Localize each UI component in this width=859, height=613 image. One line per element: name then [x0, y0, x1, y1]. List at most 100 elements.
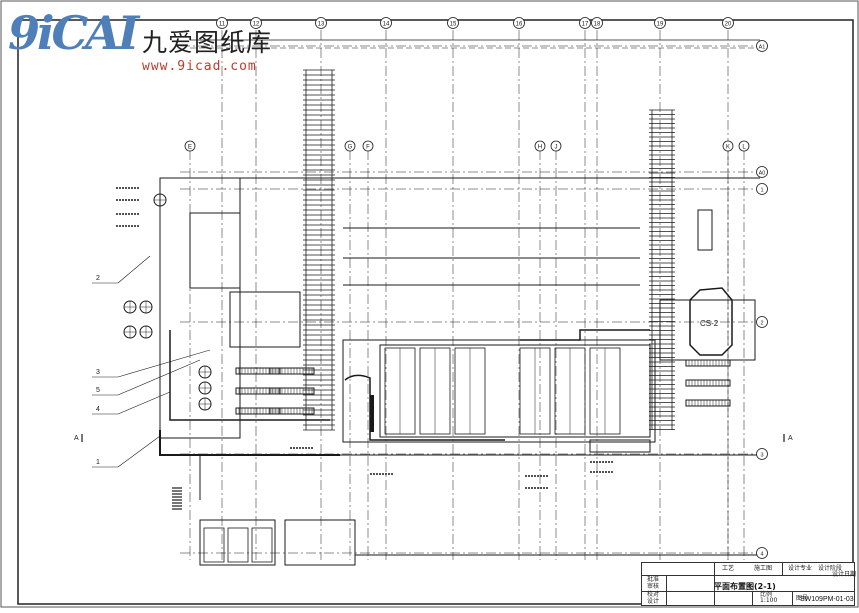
pump-skid: [685, 359, 731, 367]
tb-cell: 施工图: [754, 565, 773, 572]
grid-bubble-label: 17: [582, 22, 589, 28]
grid-bubble: [756, 40, 768, 52]
tb-divider: [782, 563, 783, 575]
tb-cell: 设计阶段: [818, 565, 843, 572]
tb-cell: 图号: [796, 595, 809, 602]
grid-bubble-label: L: [742, 145, 746, 151]
grid-bubble: [344, 140, 356, 152]
storage-tank: [203, 527, 225, 563]
grid-bubble-label: 20: [725, 22, 732, 28]
grid-bubble: [722, 17, 734, 29]
pump-skid: [269, 407, 315, 415]
grid-bubble: [362, 140, 374, 152]
grid-bubble-label: 3: [760, 452, 763, 458]
grid-bubble-label: 15: [450, 22, 457, 28]
grid-bubble: [550, 140, 562, 152]
pump-skid: [269, 367, 315, 375]
callout-leader: [117, 435, 161, 468]
grid-bubble: [216, 17, 228, 29]
grid-bubble-label: 12: [253, 22, 260, 28]
grid-bubble: [591, 17, 603, 29]
building-outline-group: [159, 177, 760, 566]
grid-bubble: [738, 140, 750, 152]
tb-divider: [752, 591, 753, 605]
main-hall-inner: [379, 344, 651, 438]
equipment-hatch-group: [123, 193, 731, 563]
grid-bubble: [250, 17, 262, 29]
grid-bubble-label: 13: [318, 22, 325, 28]
callout-number: 4: [96, 406, 100, 413]
grid-bubble-label: G: [348, 145, 353, 151]
pump-skid: [235, 367, 281, 375]
tb-divider: [642, 575, 854, 576]
callout-leader: [117, 359, 201, 396]
tb-cell: 设计日期: [832, 571, 857, 578]
callout-leader: [117, 349, 211, 378]
grid-bubble: [534, 140, 546, 152]
cs2-vessel: [689, 287, 733, 356]
storage-tank: [251, 527, 273, 563]
stair-bottom: [589, 439, 651, 453]
equipment-room: [229, 291, 301, 348]
grid-bubble-label: 14: [383, 22, 390, 28]
tb-cell: 审核: [647, 583, 660, 590]
logo-title: 九爱图纸库: [142, 28, 273, 57]
upper-room: [189, 212, 241, 289]
grid-bubble-label: 2: [760, 320, 763, 326]
pump-skid: [685, 399, 731, 407]
drawing-name: 平面布置图(2-1): [714, 582, 776, 591]
tb-divider: [666, 575, 667, 605]
tb-divider: [714, 563, 715, 605]
tb-cell: 比例: [760, 591, 773, 598]
tb-divider: [792, 591, 793, 605]
section-mark-right: A: [788, 435, 793, 442]
callout-number: 2: [96, 275, 100, 282]
grid-bubble: [184, 140, 196, 152]
grid-lines-group: [180, 30, 760, 560]
grid-bubble-label: 18: [594, 22, 601, 28]
tb-divider: [642, 591, 854, 592]
site-logo[interactable]: 9iCAI 九爱图纸库 www.9icad.com: [4, 8, 304, 78]
logo-url: www.9icad.com: [142, 59, 257, 74]
tb-cell: 批准: [647, 576, 660, 583]
grid-bubble: [756, 448, 768, 460]
grid-bubble-label: E: [188, 145, 192, 151]
grid-bubble-label: 1: [760, 187, 763, 193]
sheet-inner-border: [17, 19, 854, 605]
callout-leader: [117, 255, 151, 284]
pump-skid: [685, 379, 731, 387]
drawing-number: SW109PM-01-03: [800, 596, 854, 603]
grid-bubble-label: H: [538, 145, 542, 151]
grid-bubble: [756, 183, 768, 195]
grid-bubble: [380, 17, 392, 29]
callout-number: 3: [96, 369, 100, 376]
grid-bubble-label: A1: [759, 44, 766, 50]
tb-cell: 设计专业: [788, 565, 813, 572]
pipe-run-5: [520, 329, 650, 341]
pipe-run-1: [159, 430, 340, 456]
grid-bubble-label: F: [366, 145, 370, 151]
storage-tank: [227, 527, 249, 563]
pump-skid: [235, 407, 281, 415]
equipment-label-cs2: CS-2: [700, 319, 719, 328]
grid-bubble: [315, 17, 327, 29]
grid-bubble: [756, 316, 768, 328]
pipe-run-3: [344, 374, 505, 441]
grid-bubble-label: 16: [516, 22, 523, 28]
grid-bubble-label: 19: [657, 22, 664, 28]
tb-cell: 设计: [647, 598, 660, 605]
grid-bubble-label: K: [726, 145, 730, 151]
callout-leader: [117, 391, 171, 415]
tb-cell: 1:100: [760, 597, 778, 604]
right-platform: [659, 299, 756, 361]
grid-bubble-label: A0: [759, 170, 766, 176]
main-hall-wall: [342, 339, 656, 443]
tank-row: [199, 519, 276, 566]
logo-mark: 9iCAI: [8, 6, 139, 60]
